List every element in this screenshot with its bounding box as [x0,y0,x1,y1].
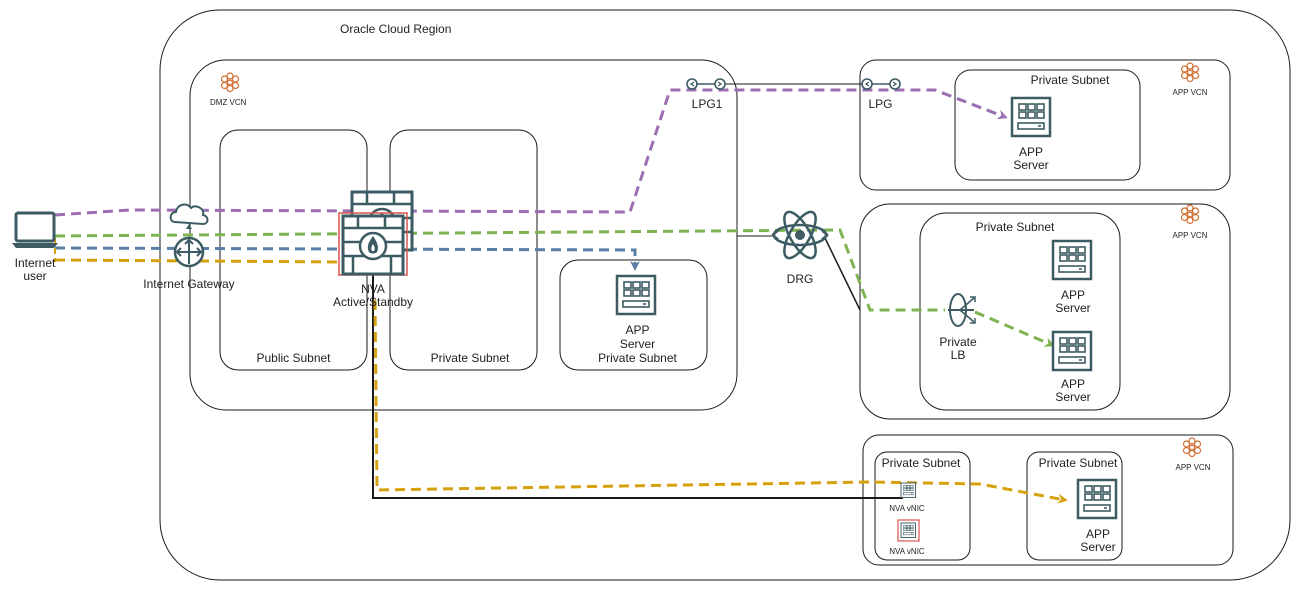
green-traffic-path-a [54,228,945,312]
nva-label-2: Active/Standby [332,295,414,309]
drg-icon [771,210,829,260]
app-vcn-2-icon [1180,204,1200,225]
app-vcn-2-server-bottom-label-1: APP [1060,377,1085,391]
app-vcn-1-server-icon [1010,96,1052,138]
region-label: Oracle Cloud Region [340,22,452,36]
dmz-app-server-label-3: Private Subnet [598,351,677,365]
app-vcn-1-box [859,59,1231,191]
firewall-active-icon [341,214,405,276]
app-vcn-2-server-bottom-icon [1051,330,1093,372]
dmz-app-subnet-box [559,259,708,371]
app-vcn-3-box [862,434,1234,566]
nva-vnic-2-label: NVA vNIC [889,547,925,556]
app-vcn-3-app-subnet-label: Private Subnet [1038,456,1118,470]
app-vcn-1-label: APP VCN [1172,88,1208,97]
purple-traffic-path [54,88,1008,217]
nva-vnic-connection-line [372,275,903,499]
nva-vnic-2-icon [900,522,916,538]
nva-vnic-1-icon [900,482,916,498]
dmz-app-server-label-2: Server [619,337,656,351]
app-vcn-3-nva-subnet-label: Private Subnet [881,456,961,470]
app-vcn-3-icon [1182,437,1202,458]
private-lb-label-2: LB [950,348,966,362]
public-subnet-label: Public Subnet [256,351,331,365]
lpg1-label: LPG1 [691,97,723,111]
lpg-label: LPG [868,97,893,111]
app-vcn-1-server-label-1: APP [1018,145,1043,159]
oracle-cloud-region-box [159,9,1291,581]
private-lb-label-1: Private [939,335,977,349]
dmz-app-server-label-1: APP [625,323,650,337]
blue-traffic-path [54,246,640,271]
dmz-app-server-icon [615,274,657,316]
load-balancer-icon [948,293,976,327]
app-vcn-2-subnet-label: Private Subnet [975,220,1055,234]
nva-vnic-1-label: NVA vNIC [889,504,925,513]
green-traffic-path-b [974,310,1055,347]
lpg1-icon [686,78,726,90]
app-vcn-3-server-icon [1076,478,1118,520]
app-vcn-3-server-label-2: Server [1080,540,1116,554]
laptop-icon [12,211,58,248]
app-vcn-2-server-top-label-2: Server [1055,301,1091,315]
app-vcn-3-nva-subnet-box [874,451,971,561]
dmz-private-subnet-label: Private Subnet [430,351,510,365]
app-vcn-1-server-label-2: Server [1013,158,1049,172]
drg-label: DRG [786,272,814,286]
app-vcn-2-box [859,203,1231,420]
app-vcn-3-app-subnet-box [1026,451,1123,561]
app-vcn-2-server-top-label-1: APP [1060,288,1085,302]
lpg-icon [861,78,901,90]
app-vcn-1-icon [1180,62,1200,83]
app-vcn-2-server-bottom-label-2: Server [1055,390,1091,404]
drg-app-vcn-2-attachment-line [824,237,861,311]
nva-label-1: NVA [361,282,385,296]
internet-gateway-label: Internet Gateway [143,277,235,291]
app-vcn-2-label: APP VCN [1172,231,1208,240]
internet-user-label-1: Internet [14,256,56,270]
app-vcn-1-subnet-box [954,69,1141,181]
app-vcn-3-label: APP VCN [1175,463,1211,472]
internet-user-label-2: user [23,269,47,283]
app-vcn-1-subnet-label: Private Subnet [1030,73,1110,87]
dmz-vcn-icon [220,72,240,93]
internet-gateway-icon [169,203,209,268]
dmz-vcn-label: DMZ VCN [210,98,247,107]
nva-vnic-2-highlight [897,519,920,542]
app-vcn-2-server-top-icon [1051,239,1093,281]
app-vcn-3-server-label-1: APP [1085,527,1110,541]
